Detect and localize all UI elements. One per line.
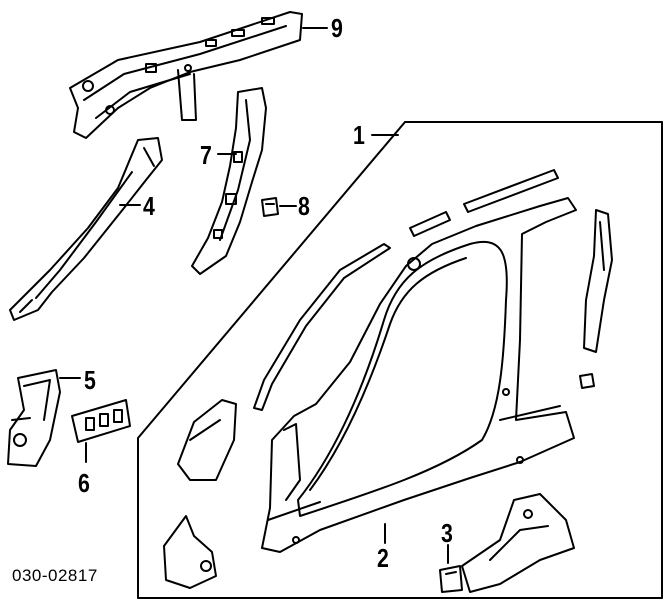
part-4-a-pillar <box>9 137 163 321</box>
part-rear-extension <box>461 493 575 593</box>
part-1-body-side <box>261 197 577 553</box>
part-6-plate <box>71 399 131 443</box>
callout-9: 9 <box>331 13 343 43</box>
callout-6: 6 <box>78 468 90 498</box>
part-5-lower-bracket <box>7 369 61 467</box>
roof-strips <box>253 169 559 411</box>
part-8-bracket <box>261 197 279 217</box>
part-9-roof-rail <box>69 11 303 139</box>
reference-code: 030-02817 <box>12 566 98 585</box>
callout-7: 7 <box>200 140 212 170</box>
part-inner-bracket <box>163 399 237 589</box>
callout-8: 8 <box>298 191 310 221</box>
part-rear-pillar <box>579 209 613 389</box>
callout-4: 4 <box>143 191 155 221</box>
callout-2: 2 <box>377 543 389 573</box>
part-3-clip <box>439 565 463 593</box>
callout-5: 5 <box>84 365 96 395</box>
part-7-b-pillar <box>191 87 267 275</box>
assembly-outline <box>137 121 663 599</box>
callout-1: 1 <box>353 120 365 150</box>
callout-3: 3 <box>441 518 453 548</box>
